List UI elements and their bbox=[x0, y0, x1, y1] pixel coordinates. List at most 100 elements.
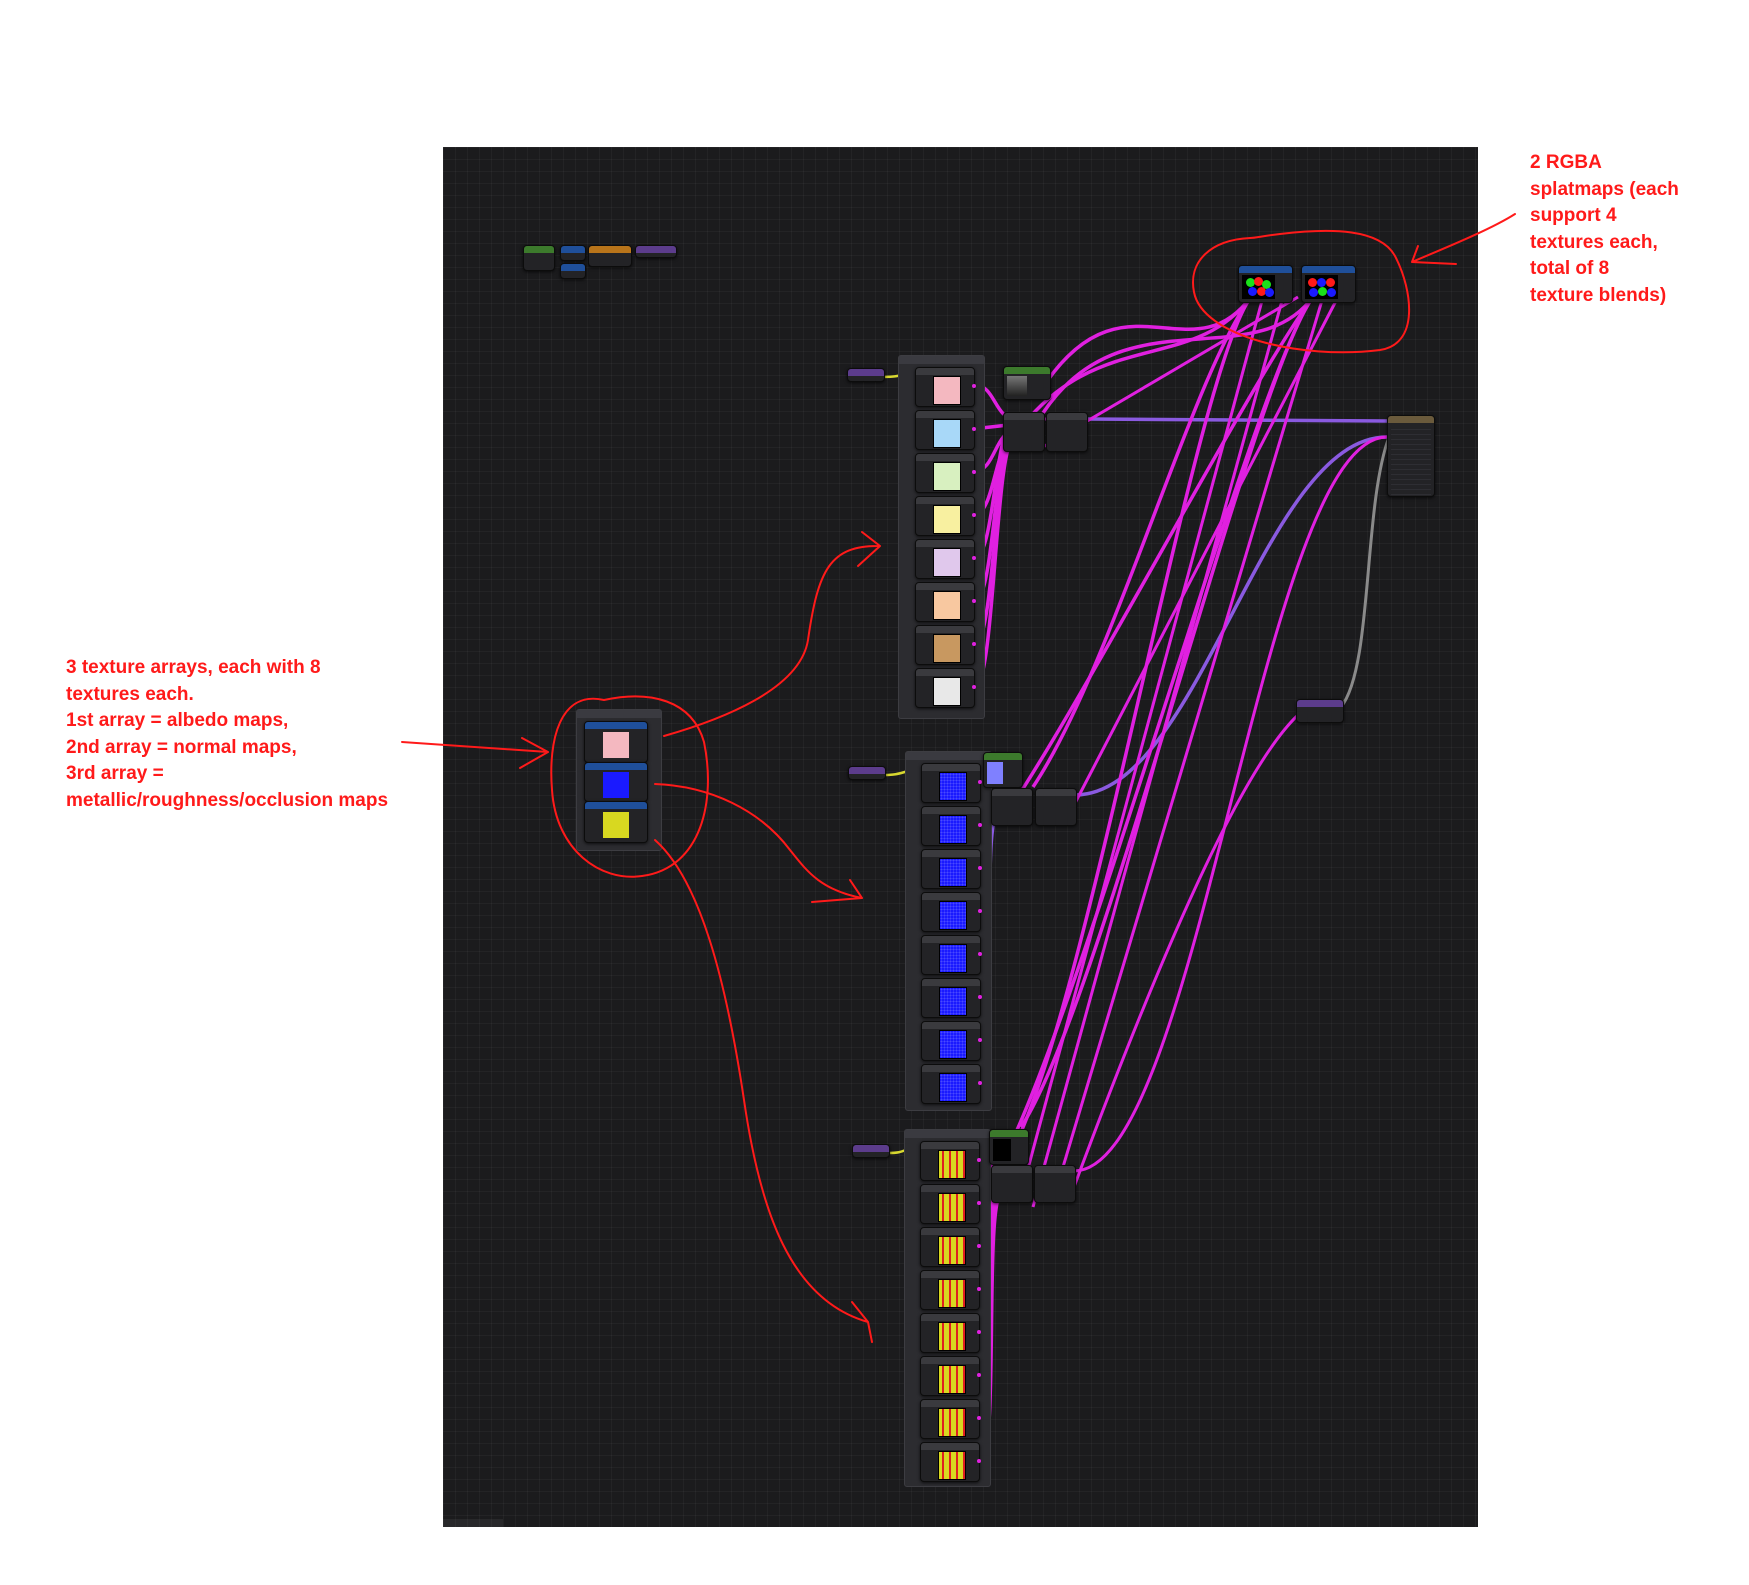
output-port[interactable] bbox=[978, 909, 982, 913]
node-header bbox=[1297, 700, 1343, 707]
mro-texture-node-3[interactable] bbox=[920, 1227, 981, 1267]
blend-node[interactable] bbox=[1035, 788, 1077, 826]
mro-texture-node-6[interactable] bbox=[920, 1356, 981, 1396]
output-port[interactable] bbox=[977, 1244, 981, 1248]
output-port[interactable] bbox=[972, 384, 976, 388]
albedo-texture-node-7[interactable] bbox=[915, 625, 976, 665]
node-header bbox=[916, 454, 974, 461]
albedo-texture-node-5[interactable] bbox=[915, 539, 976, 579]
graph-node[interactable] bbox=[588, 245, 632, 267]
normal-texture-swatch bbox=[939, 901, 967, 930]
output-port[interactable] bbox=[978, 995, 982, 999]
preview-node[interactable] bbox=[989, 1129, 1029, 1165]
mro-texture-swatch bbox=[938, 1451, 966, 1480]
output-port[interactable] bbox=[978, 780, 982, 784]
normal-texture-swatch bbox=[939, 1073, 967, 1102]
output-port[interactable] bbox=[972, 556, 976, 560]
normal-array-node[interactable] bbox=[584, 762, 648, 802]
blend-node[interactable] bbox=[1003, 412, 1045, 452]
normal-texture-node-5[interactable] bbox=[921, 935, 982, 975]
normal-texture-node-8[interactable] bbox=[921, 1064, 982, 1104]
output-port[interactable] bbox=[977, 1201, 981, 1205]
graph-node[interactable] bbox=[523, 245, 555, 271]
normal-texture-node-4[interactable] bbox=[921, 892, 982, 932]
output-port[interactable] bbox=[978, 1038, 982, 1042]
output-port[interactable] bbox=[972, 427, 976, 431]
output-port[interactable] bbox=[978, 952, 982, 956]
mro-array-node[interactable] bbox=[584, 801, 648, 843]
normal-texture-swatch bbox=[939, 815, 967, 844]
albedo-texture-node-3[interactable] bbox=[915, 453, 976, 493]
blend-node[interactable] bbox=[1034, 1165, 1076, 1203]
node-header bbox=[916, 540, 974, 547]
preview-node[interactable] bbox=[983, 752, 1023, 788]
graph-node[interactable] bbox=[635, 245, 677, 258]
node-header bbox=[916, 583, 974, 590]
splatmap-node-2[interactable] bbox=[1301, 265, 1356, 303]
graph-node[interactable] bbox=[847, 368, 885, 382]
output-port[interactable] bbox=[972, 642, 976, 646]
albedo-texture-swatch bbox=[933, 419, 961, 448]
node-header bbox=[585, 763, 647, 770]
output-port[interactable] bbox=[977, 1158, 981, 1162]
normal-array-preview bbox=[603, 772, 629, 798]
texture-array-group[interactable] bbox=[576, 709, 662, 851]
splatmap-node-1[interactable] bbox=[1238, 265, 1293, 303]
albedo-texture-node-4[interactable] bbox=[915, 496, 976, 536]
normal-texture-node-3[interactable] bbox=[921, 849, 982, 889]
node-header bbox=[916, 411, 974, 418]
normal-texture-node-2[interactable] bbox=[921, 806, 982, 846]
normal-texture-node-1[interactable] bbox=[921, 763, 982, 803]
wire bbox=[1001, 295, 1253, 1168]
mro-texture-node-1[interactable] bbox=[920, 1141, 981, 1181]
wire bbox=[1073, 435, 1389, 797]
graph-node[interactable] bbox=[852, 1144, 890, 1158]
graph-node[interactable] bbox=[1296, 699, 1344, 723]
shader-graph-canvas[interactable] bbox=[443, 147, 1478, 1527]
output-port[interactable] bbox=[977, 1416, 981, 1420]
albedo-texture-node-6[interactable] bbox=[915, 582, 976, 622]
albedo-texture-node-1[interactable] bbox=[915, 367, 976, 407]
mro-texture-node-7[interactable] bbox=[920, 1399, 981, 1439]
node-header bbox=[992, 1166, 1032, 1173]
node-header bbox=[922, 1022, 980, 1029]
wire bbox=[1072, 435, 1389, 1173]
node-header bbox=[922, 807, 980, 814]
output-port[interactable] bbox=[972, 599, 976, 603]
output-port[interactable] bbox=[977, 1459, 981, 1463]
preview-swatch bbox=[1007, 376, 1027, 396]
mro-texture-node-4[interactable] bbox=[920, 1270, 981, 1310]
normal-texture-node-7[interactable] bbox=[921, 1021, 982, 1061]
mro-texture-node-5[interactable] bbox=[920, 1313, 981, 1353]
graph-node[interactable] bbox=[848, 766, 886, 780]
output-port[interactable] bbox=[977, 1287, 981, 1291]
blend-node[interactable] bbox=[991, 788, 1033, 826]
albedo-texture-node-8[interactable] bbox=[915, 668, 976, 708]
normal-texture-node-6[interactable] bbox=[921, 978, 982, 1018]
albedo-texture-node-2[interactable] bbox=[915, 410, 976, 450]
mro-texture-node-2[interactable] bbox=[920, 1184, 981, 1224]
node-header bbox=[990, 1130, 1028, 1137]
node-header bbox=[921, 1142, 979, 1149]
graph-node[interactable] bbox=[560, 263, 586, 279]
output-port[interactable] bbox=[978, 866, 982, 870]
mro-texture-node-8[interactable] bbox=[920, 1442, 981, 1482]
output-port[interactable] bbox=[978, 823, 982, 827]
output-port[interactable] bbox=[972, 513, 976, 517]
node-header bbox=[1004, 367, 1050, 374]
blend-node[interactable] bbox=[1046, 412, 1088, 452]
preview-node[interactable] bbox=[1003, 366, 1051, 400]
node-header bbox=[1036, 789, 1076, 796]
master-input-row bbox=[1391, 460, 1431, 465]
output-port[interactable] bbox=[972, 685, 976, 689]
node-header bbox=[922, 764, 980, 771]
blend-node[interactable] bbox=[991, 1165, 1033, 1203]
master-output-node[interactable] bbox=[1387, 415, 1435, 497]
output-port[interactable] bbox=[977, 1330, 981, 1334]
output-port[interactable] bbox=[978, 1081, 982, 1085]
output-port[interactable] bbox=[972, 470, 976, 474]
output-port[interactable] bbox=[977, 1373, 981, 1377]
texture-arrays-annotation: 3 texture arrays, each with 8 textures e… bbox=[66, 657, 389, 811]
graph-node[interactable] bbox=[560, 245, 586, 261]
albedo-array-node[interactable] bbox=[584, 721, 648, 763]
